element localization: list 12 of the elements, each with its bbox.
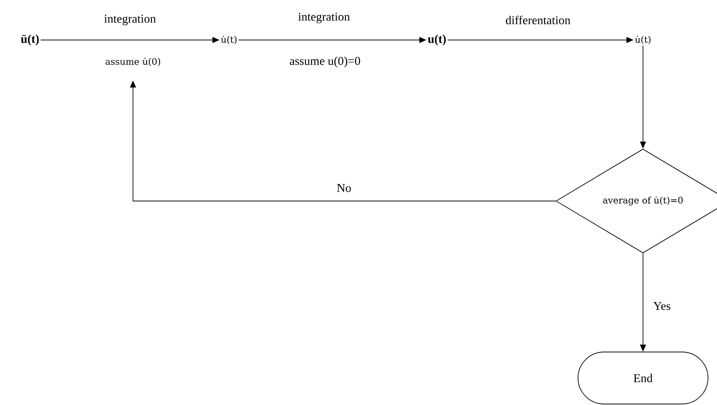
step-note: assume u̇(0) [106, 58, 160, 66]
variable-label: u̇(t) [221, 36, 237, 44]
edge-label: integration [103, 14, 157, 26]
edge-label: differentation [504, 14, 572, 26]
edge-label: integration [297, 12, 351, 24]
variable-label: u̇(t) [635, 36, 651, 44]
edge-label: No [336, 183, 352, 193]
variable-label: u(t) [428, 34, 446, 46]
terminal-box: End [578, 352, 708, 404]
edge-label: Yes [652, 301, 672, 311]
step-note: assume u(0)=0 [290, 56, 360, 68]
variable-label: ü(t) [20, 34, 39, 46]
